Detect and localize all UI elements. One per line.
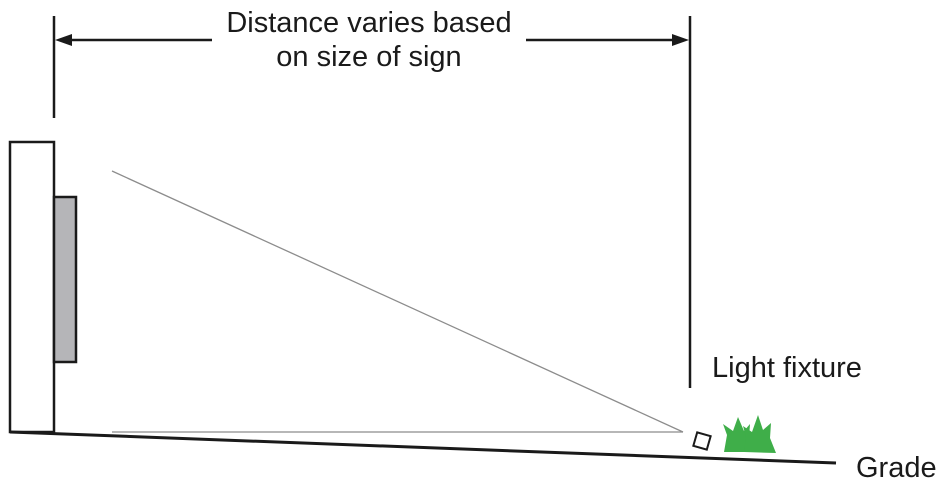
wall bbox=[8, 140, 56, 434]
shrub-icon bbox=[743, 415, 776, 453]
distance-label: Distance varies based on size of sign bbox=[214, 6, 524, 74]
light-fixture-label: Light fixture bbox=[712, 352, 862, 384]
dimension-arrow-left-icon bbox=[55, 34, 72, 46]
distance-label-line-2: on size of sign bbox=[276, 41, 462, 73]
light-fixture-icon bbox=[692, 431, 712, 451]
grade-label: Grade bbox=[856, 452, 937, 484]
sign-panel bbox=[52, 195, 78, 364]
dimension-arrow-right-icon bbox=[672, 34, 689, 46]
distance-label-line-1: Distance varies based bbox=[226, 7, 512, 39]
grade-line bbox=[9, 430, 837, 465]
light-ray-upper bbox=[111, 170, 684, 433]
